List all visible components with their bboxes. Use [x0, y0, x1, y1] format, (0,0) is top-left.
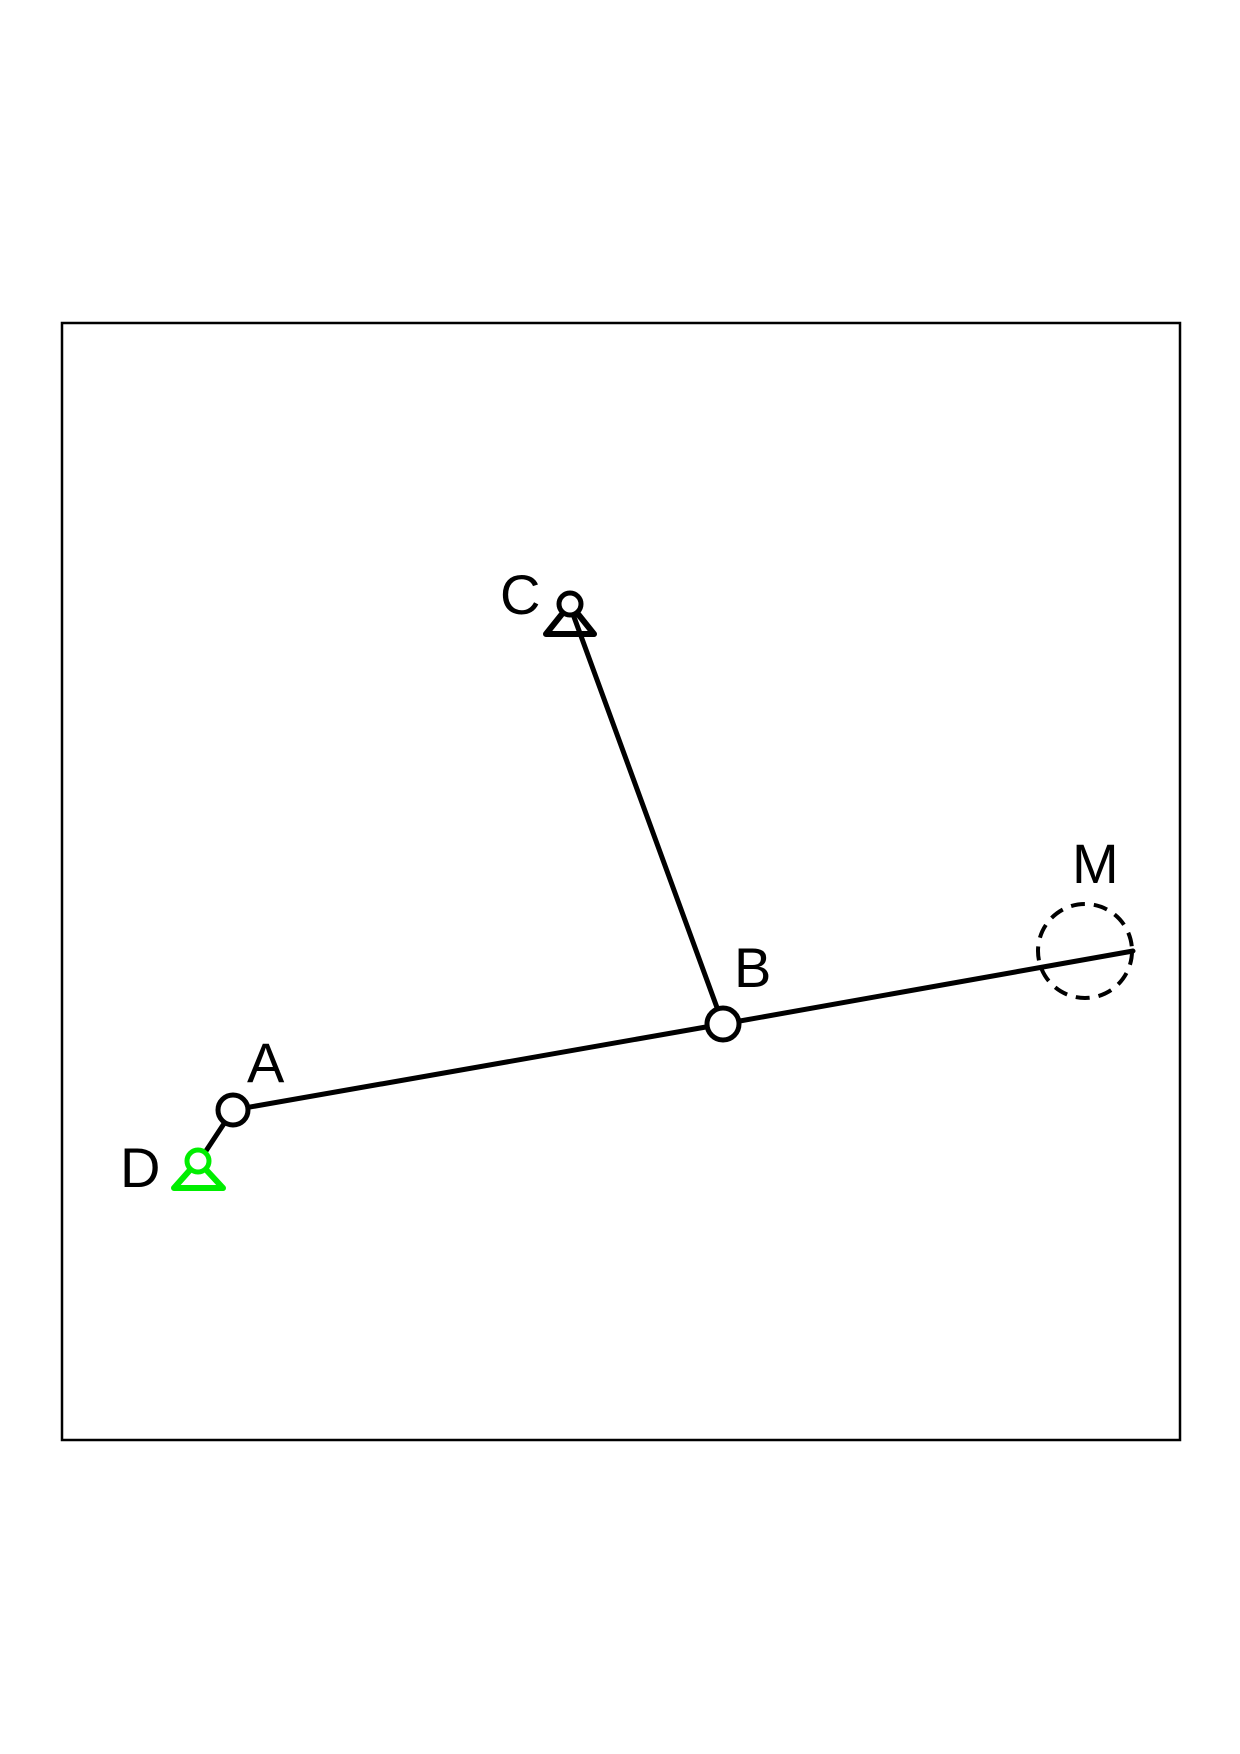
support-c [543, 590, 597, 637]
label-b: B [734, 936, 771, 999]
support-c-triangle-icon [543, 601, 597, 637]
link-bm [720, 948, 1136, 1027]
support-d-triangle-icon [171, 1158, 226, 1191]
plot-frame [60, 321, 1182, 1442]
label-a: A [247, 1031, 285, 1094]
joint-a [215, 1092, 251, 1128]
point-m-marker [1036, 902, 1134, 1000]
pin-d [184, 1147, 212, 1175]
joint-b [704, 1005, 742, 1043]
pin-c [556, 590, 584, 618]
label-m: M [1072, 832, 1119, 895]
label-c: C [500, 563, 540, 626]
label-d: D [120, 1136, 160, 1199]
support-d [171, 1147, 226, 1191]
link-ab [230, 1021, 726, 1113]
link-cb [567, 603, 726, 1027]
